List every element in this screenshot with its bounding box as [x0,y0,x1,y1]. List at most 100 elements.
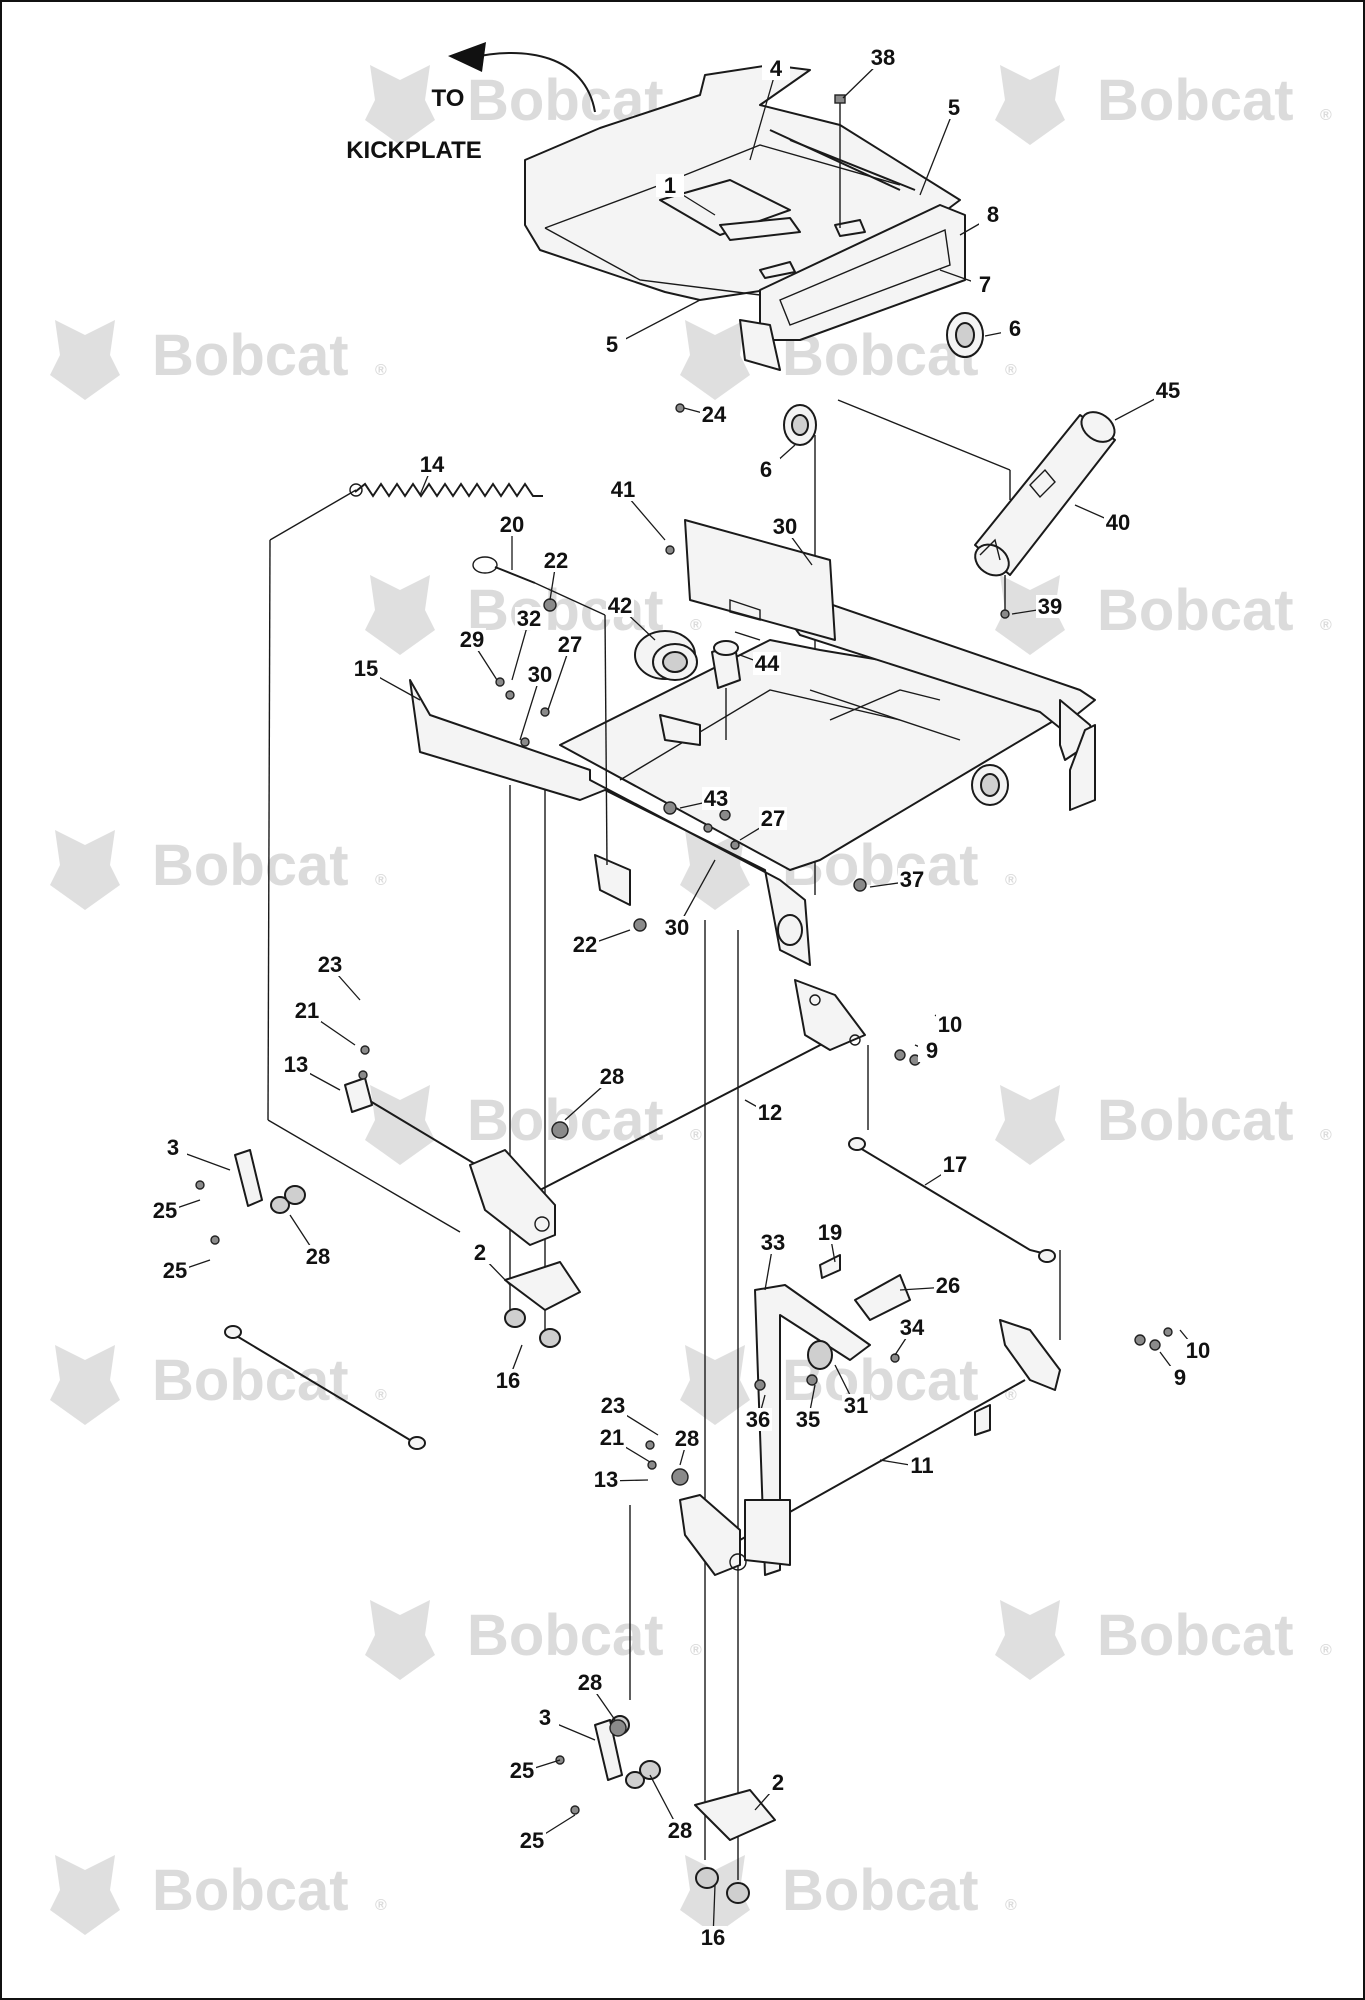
callout-2: 2 [754,1770,792,1811]
callout-number: 35 [796,1407,820,1432]
callout-45: 45 [1114,378,1182,421]
bobcat-watermark: Bobcat® [50,1345,387,1425]
callout-halo [556,633,584,656]
watermark-registered-mark: ® [1005,872,1017,889]
callout-number: 7 [979,272,991,297]
callout-number: 3 [539,1705,551,1730]
callout-43: 43 [679,786,730,811]
isolator-part [783,312,984,446]
callout-number: 27 [761,806,785,831]
callout-26: 26 [899,1273,962,1298]
bobcat-watermark: Bobcat® [995,65,1332,145]
callout-number: 23 [318,952,342,977]
callout-number: 3 [167,1135,179,1160]
callout-16: 16 [494,1344,523,1393]
callout-21: 21 [293,998,356,1046]
callout-halo [418,453,446,476]
callout-halo [759,1231,787,1254]
bobcat-logo-icon [680,320,750,400]
callout-halo [702,787,730,810]
console-panel-part [739,204,966,371]
callout-halo [592,1468,620,1491]
bobcat-watermark: Bobcat ® [365,1600,702,1680]
callout-number: 45 [1156,378,1180,403]
callout-halo [526,663,554,686]
callout-number: 8 [987,202,999,227]
chain-upper [234,1149,306,1214]
callout-halo [940,96,968,119]
watermark-registered-mark: ® [375,362,387,379]
callout-halo [515,607,543,630]
hardware-items [195,403,1173,1815]
callout-halo [762,57,790,80]
callout-halo [979,203,1007,226]
callout-number: 25 [520,1828,544,1853]
bracket-assembly [744,1254,911,1576]
callout-25: 25 [508,1758,561,1783]
callout-halo [282,1053,310,1076]
callout-halo [609,478,637,501]
link-rods [224,1137,1056,1450]
callout-number: 44 [755,651,780,676]
watermark-registered-mark: ® [690,1127,702,1144]
callout-halo [764,1771,792,1794]
callout-halo [1001,317,1029,340]
callout-halo [699,1926,727,1949]
callout-14: 14 [418,452,446,496]
callout-halo [918,1039,946,1062]
watermark-text: Bobcat [1097,1088,1294,1153]
pivot-bracket-lower [694,1789,776,1904]
watermark-registered-mark: ® [690,1642,702,1659]
watermark-text: Bobcat [467,1603,664,1668]
callout-halo [794,1408,822,1431]
callout-halo [606,594,634,617]
leader-line [611,299,701,347]
callout-2: 2 [466,1240,511,1286]
callout-number: 11 [910,1453,933,1478]
watermark-text: Bobcat [782,1858,979,1923]
callout-number: 37 [900,867,924,892]
callout-23: 23 [599,1393,659,1436]
callout-halo [842,1394,870,1417]
watermark-registered-mark: ® [1320,1642,1332,1659]
callout-halo [1154,379,1182,402]
callout-25: 25 [518,1814,576,1853]
callout-42: 42 [606,593,656,641]
callout-number: 28 [578,1670,602,1695]
callout-6: 6 [984,316,1029,341]
callout-number: 39 [1038,594,1062,619]
callout-27: 27 [739,806,787,841]
watermark-registered-mark: ® [1320,617,1332,634]
callout-number: 30 [773,514,797,539]
callout-halo [542,549,570,572]
callout-number: 33 [761,1230,785,1255]
callout-15: 15 [352,656,421,701]
bobcat-watermark: Bobcat® [995,575,1332,655]
heading-to: TO [432,85,465,112]
callout-24: 24 [683,402,728,427]
callout-halo [159,1136,187,1159]
callout-halo [971,273,999,296]
callout-6: 6 [752,444,796,482]
callout-number: 13 [284,1052,308,1077]
callout-number: 2 [474,1240,486,1265]
watermark-registered-mark: ® [1005,1897,1017,1914]
chain-lower [594,1715,661,1789]
callout-38: 38 [842,45,897,99]
callout-halo [673,1427,701,1450]
bobcat-logo-icon [50,1345,120,1425]
callout-number: 23 [601,1393,625,1418]
callout-number: 29 [460,627,484,652]
callout-19: 19 [816,1220,844,1263]
callout-9: 9 [1159,1351,1194,1390]
watermark-text: Bobcat [467,1088,664,1153]
callout-13: 13 [592,1467,649,1492]
callout-halo [304,1245,332,1268]
bobcat-watermark: Bobcat® [995,1085,1332,1165]
callout-44: 44 [739,651,781,676]
callout-number: 22 [544,548,568,573]
callout-10: 10 [1179,1329,1212,1363]
callout-number: 4 [770,56,783,81]
